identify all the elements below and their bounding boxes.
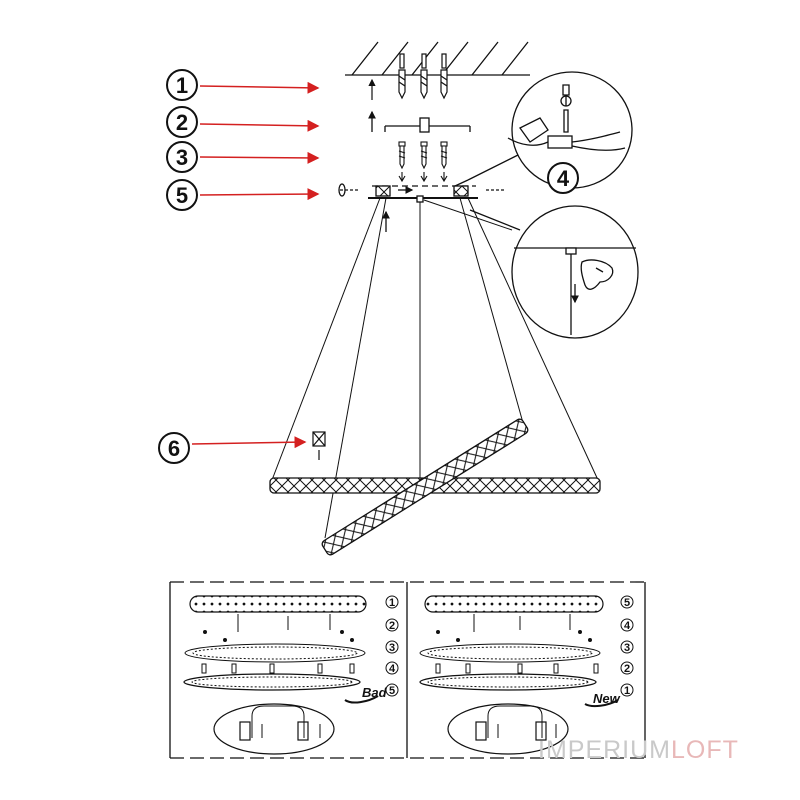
new-step-2: 2 <box>624 663 630 675</box>
watermark: IMPERIUMLOFT <box>538 736 739 764</box>
bad-step-1: 1 <box>389 597 395 609</box>
wiring-detail <box>454 71 633 189</box>
callout-1-label: 1 <box>176 73 188 98</box>
new-step-1: 1 <box>624 685 630 697</box>
callout-5: 5 <box>166 179 320 211</box>
bad-step-2: 2 <box>389 620 395 632</box>
detail-callout-4: 4 <box>547 162 579 194</box>
cable-adjust-detail <box>469 205 639 339</box>
bad-step-5: 5 <box>389 685 395 697</box>
assembly-panel-bad: 1 2 3 4 5 Bad <box>183 595 399 755</box>
watermark-accent: LOFT <box>671 736 739 764</box>
callout-3-label: 3 <box>176 145 188 170</box>
callout-6-arrow <box>191 436 307 449</box>
assembly-panels-frame <box>169 581 646 759</box>
new-step-5: 5 <box>624 597 630 609</box>
remote-part <box>312 431 326 460</box>
callout-6-label: 6 <box>168 436 180 461</box>
callout-3: 3 <box>166 141 320 173</box>
callout-1-arrow <box>199 81 320 94</box>
assembly-panel-new: 5 4 3 2 1 New <box>419 595 634 755</box>
detail-callout-4-label: 4 <box>557 166 570 191</box>
callout-5-label: 5 <box>176 183 188 208</box>
mounting-screws <box>398 141 448 183</box>
watermark-main: IMPERIUM <box>538 736 671 764</box>
callout-1: 1 <box>166 69 320 101</box>
callout-6: 6 <box>158 432 307 464</box>
wall-anchors <box>368 53 448 100</box>
callout-3-arrow <box>199 151 320 164</box>
svg-text:IMPERIUMLOFT: IMPERIUMLOFT <box>538 736 739 764</box>
bad-step-3: 3 <box>389 642 395 654</box>
canopy <box>338 183 505 232</box>
bad-step-4: 4 <box>389 663 396 675</box>
callout-2-arrow <box>199 119 320 132</box>
new-step-4: 4 <box>624 620 631 632</box>
mounting-bracket <box>368 110 471 133</box>
step-callouts: 1 2 3 5 6 <box>158 69 320 464</box>
ceiling <box>345 41 530 76</box>
new-step-3: 3 <box>624 642 630 654</box>
tilted-crystal-ring <box>321 418 529 556</box>
callout-5-arrow <box>199 188 320 201</box>
callout-2-label: 2 <box>176 110 188 135</box>
callout-2: 2 <box>166 106 320 138</box>
bad-label: Bad <box>362 685 388 700</box>
new-label: New <box>593 691 621 706</box>
